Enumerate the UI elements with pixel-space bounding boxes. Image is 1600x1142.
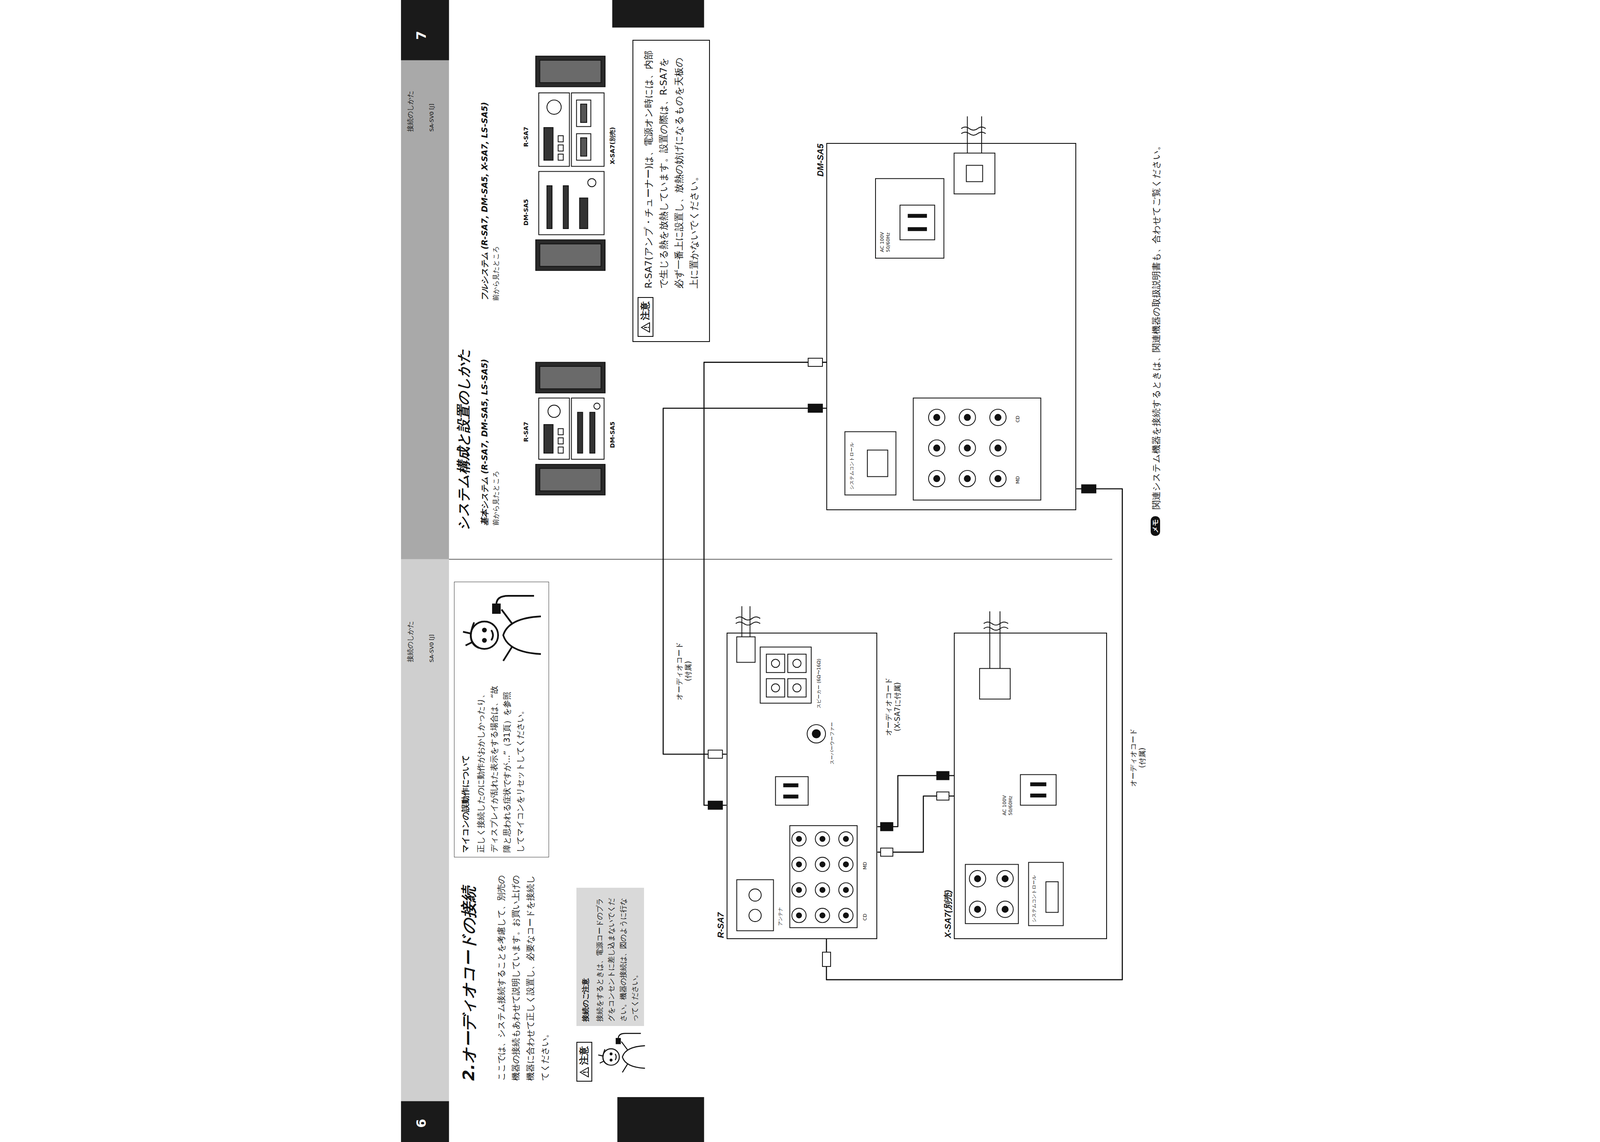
cartoon-figure [458, 586, 545, 681]
audio-cable [877, 795, 954, 852]
model-code: SA-SV0 [J] [428, 103, 436, 132]
power-label: AC 100V 50/60Hz [879, 219, 892, 253]
terminal-label: アンテナ [777, 906, 784, 926]
caution-box: 注意 R-SA7(アンプ・チューナー)は、電源オン時には、内部で生じる熱を放熱して… [632, 39, 710, 342]
view-note: 前から見たところ [491, 470, 501, 526]
caution-text: R-SA7(アンプ・チューナー)は、電源オン時には、内部で生じる熱を放熱していま… [641, 49, 702, 289]
warning-mark [647, 326, 650, 328]
terminal-label: システムコントロール [848, 442, 855, 490]
model-name: DM-SA5 [815, 143, 826, 177]
subheading: 基本システム (R-SA7, DM-SA5, LS-SA5) [479, 359, 490, 526]
audio-cable [826, 488, 1123, 980]
cartoon-figure [463, 595, 541, 661]
unit-label: X-SA7(別売) [608, 127, 617, 165]
warning-mark [582, 1071, 586, 1073]
warning-triangle [641, 322, 650, 333]
caution-badge: 注意 [637, 296, 654, 337]
audio-cable [663, 408, 827, 754]
intro-paragraph: ここでは、システム接続することを考慮して、別売の機器の接続もあわせて説明していま… [493, 871, 553, 1081]
receiver-panel: R-SA7 [726, 632, 878, 939]
caution-side: 注意 [637, 296, 654, 337]
audio-cable [877, 775, 954, 827]
cassette-deck-panel: X-SA7(別売) [953, 632, 1108, 939]
caution-side: 注意 [576, 1030, 647, 1082]
terminal-label: システムコントロール [1031, 875, 1038, 923]
unit-label: DM-SA5 [608, 421, 617, 449]
cable-label: オーディオコード (付属) [674, 638, 694, 704]
jack-label: CD [1015, 415, 1022, 423]
note-text: 正しく接続したのに動作がおかしかったり、ディスプレイが乱れた表示をする場合は、“… [474, 684, 527, 853]
caution-text: 接続をするときは、電源コードのプラグをコンセントに差し込まないでください。機器の… [593, 891, 641, 1022]
caution-box: 注意 接続のご注意接続をするときは、電源コードのプラグをコンセントに差し込まないで… [576, 887, 647, 1082]
running-head: 接続のしかた [406, 90, 415, 132]
unit-label: R-SA7 [522, 421, 531, 442]
jack-label: CD [862, 913, 869, 921]
view-note: 前から見たところ [491, 246, 501, 301]
jack-label: MD [862, 861, 869, 870]
cd-md-deck-panel: DM-SA5 [826, 142, 1077, 511]
caution-word: 注意 [639, 301, 651, 321]
model-name: X-SA7(別売) [942, 889, 953, 938]
running-head: 接続のしかた [406, 620, 415, 662]
unit-label: DM-SA5 [522, 198, 531, 226]
note-box: マイコンの誤動作について正しく接続したのに動作がおかしかったり、ディスプレイが乱… [454, 581, 550, 858]
caution-badge: 注意 [576, 1041, 592, 1082]
power-label: AC 100V 50/60Hz [1001, 782, 1014, 816]
page-number: 7 [413, 30, 430, 40]
model-name: R-SA7 [715, 912, 726, 939]
terminal-label: スーパーウーファー [829, 721, 836, 765]
terminal-label: スピーカー (6Ω〜16Ω) [816, 658, 823, 709]
note-body: マイコンの誤動作について正しく接続したのに動作がおかしかったり、ディスプレイが乱… [458, 684, 545, 853]
subheading: フルシステム (R-SA7, DM-SA5, X-SA7, LS-SA5) [479, 101, 490, 301]
cartoon-figure [595, 1030, 648, 1082]
caution-body: 接続のご注意接続をするときは、電源コードのプラグをコンセントに差し込まないでくだ… [576, 887, 645, 1026]
section-heading: システム構成と設置のしかた [454, 348, 472, 531]
memo-icon: メモ [1150, 516, 1161, 536]
model-code: SA-SV0 [J] [428, 634, 436, 662]
jack-label: MD [1015, 475, 1022, 484]
warning-triangle [579, 1066, 589, 1078]
page-number: 6 [413, 1118, 430, 1128]
page-title: 2.オーディオコードの接続 [459, 886, 479, 1081]
caution-word: 注意 [578, 1045, 590, 1065]
warning-triangle [640, 322, 651, 333]
unit-label: R-SA7 [522, 126, 531, 147]
warning-mark [644, 326, 648, 328]
warning-triangle [580, 1067, 589, 1077]
cable-label: オーディオコード (付属) [1128, 725, 1148, 790]
note-heading: マイコンの誤動作について [458, 684, 472, 853]
cable-label: オーディオコード (X-SA7に付属) [883, 674, 903, 739]
audio-cable [703, 362, 827, 805]
caution-heading: 接続のご注意 [579, 891, 592, 1022]
memo-text: 関連システム機器を接続するときは、関連機器の取扱説明書も、合わせてご覧ください。 [1150, 141, 1162, 510]
warning-mark [586, 1071, 588, 1073]
cartoon-figure [598, 1033, 645, 1073]
caution-body: R-SA7(アンプ・チューナー)は、電源オン時には、内部で生じる熱を放熱していま… [637, 44, 705, 293]
